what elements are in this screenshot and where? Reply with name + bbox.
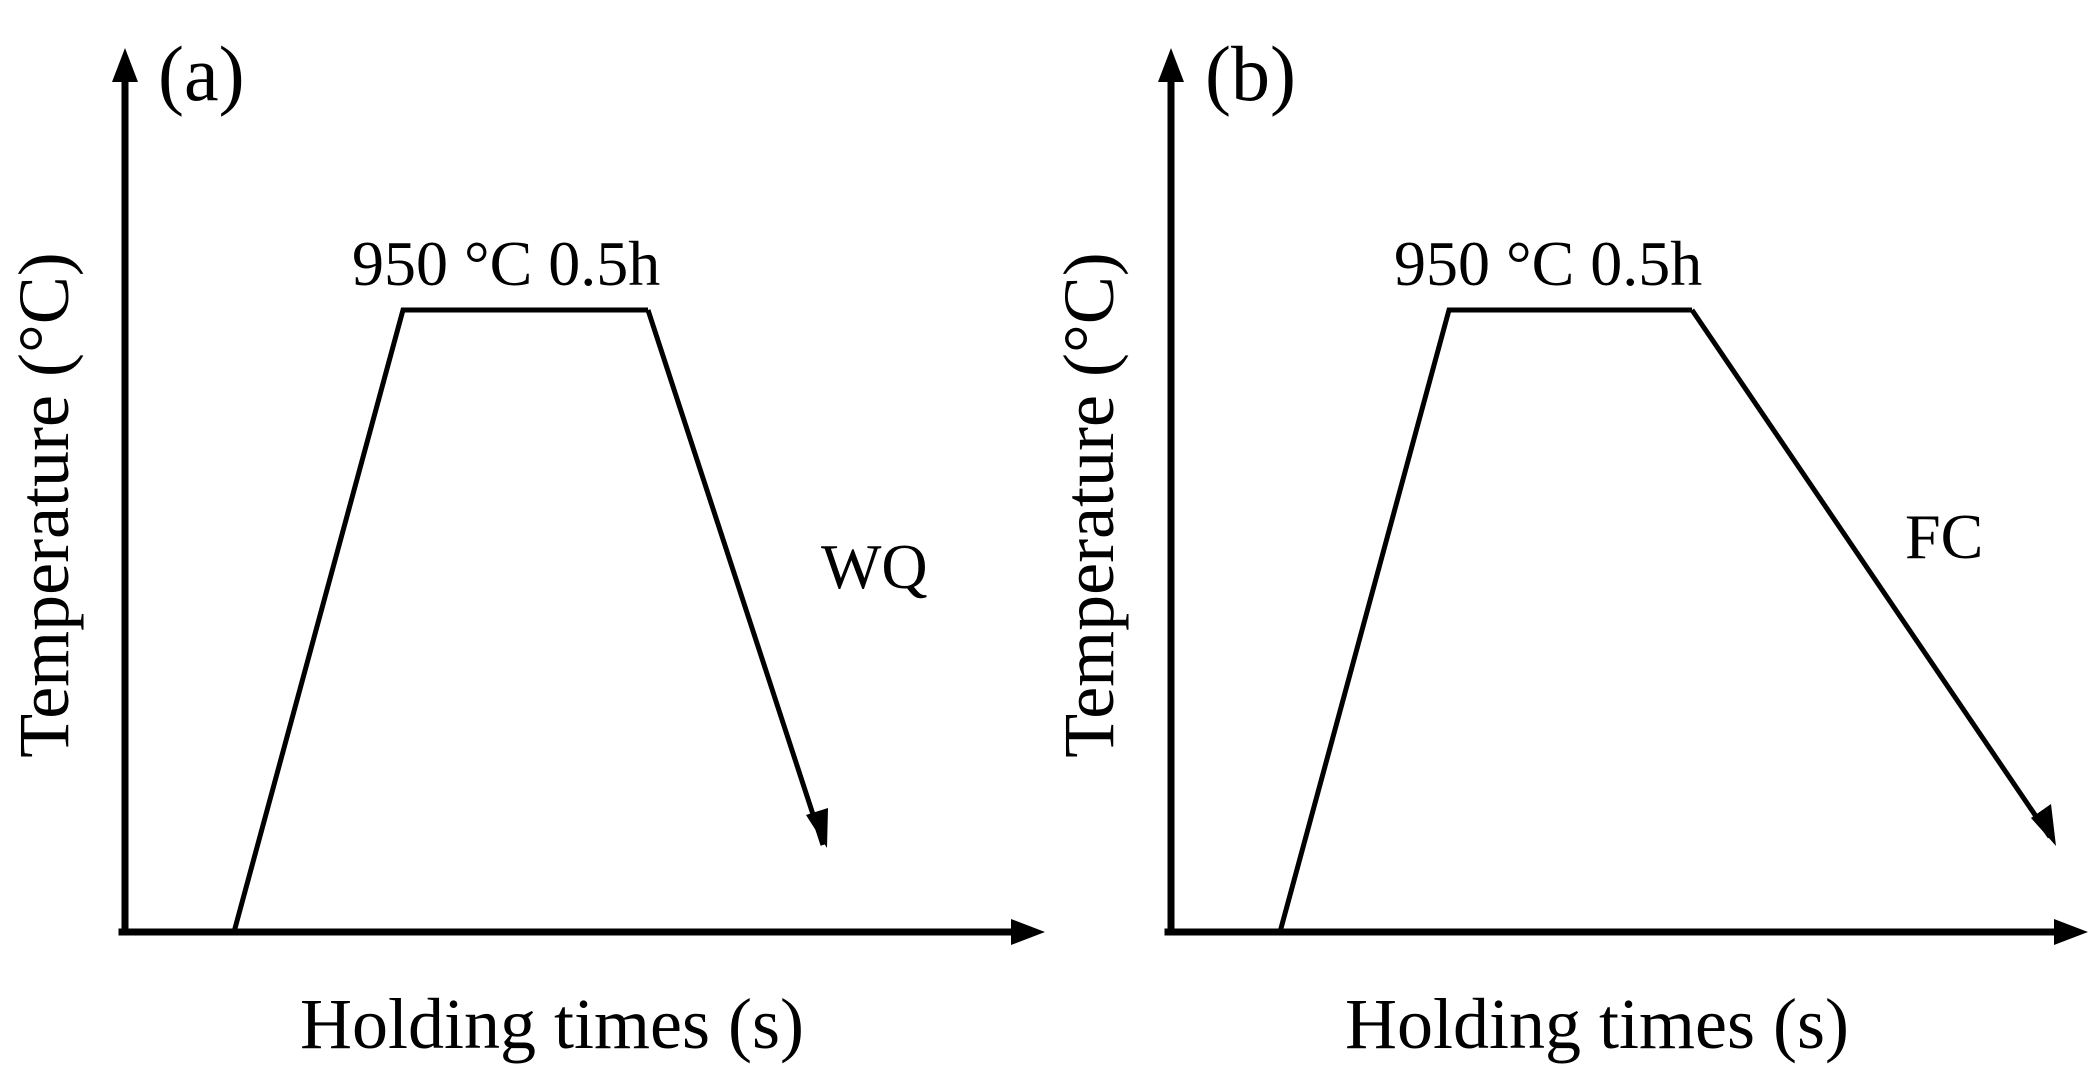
- panel-b-x-axis-arrowhead: [2054, 919, 2088, 945]
- panel-a-cooling-arrow: [645, 309, 826, 846]
- panel-b: (b) 950 °C 0.5h FC Holding times (s) Tem…: [1049, 30, 2088, 1064]
- panel-a-y-axis-arrowhead: [112, 48, 138, 82]
- panel-b-label: (b): [1205, 30, 1296, 117]
- panel-a-label: (a): [158, 30, 245, 117]
- panel-a-cooling-arrowhead: [806, 808, 828, 848]
- panel-b-hold-label: 950 °C 0.5h: [1394, 228, 1702, 299]
- panel-b-x-axis-label: Holding times (s): [1345, 984, 1849, 1064]
- panel-a-x-axis-label: Holding times (s): [300, 984, 804, 1064]
- panel-b-y-axis-arrowhead: [1158, 48, 1184, 82]
- panel-a-cooling-label: WQ: [821, 531, 928, 602]
- panel-b-cooling-arrowhead: [2031, 804, 2056, 846]
- panel-a-heating-and-holding-curve: [231, 307, 648, 933]
- panel-b-y-axis-label: Temperature (°C): [1049, 252, 1129, 758]
- panel-b-heating-and-holding-curve: [1277, 307, 1692, 933]
- panel-a-hold-label: 950 °C 0.5h: [352, 228, 660, 299]
- panel-a: (a) 950 °C 0.5h WQ Holding times (s) Tem…: [4, 30, 1045, 1064]
- panel-a-y-axis-label: Temperature (°C): [4, 252, 84, 758]
- panel-a-x-axis-arrowhead: [1011, 919, 1045, 945]
- panel-b-cooling-arrow: [1689, 308, 2053, 839]
- panel-b-cooling-label: FC: [1905, 501, 1983, 572]
